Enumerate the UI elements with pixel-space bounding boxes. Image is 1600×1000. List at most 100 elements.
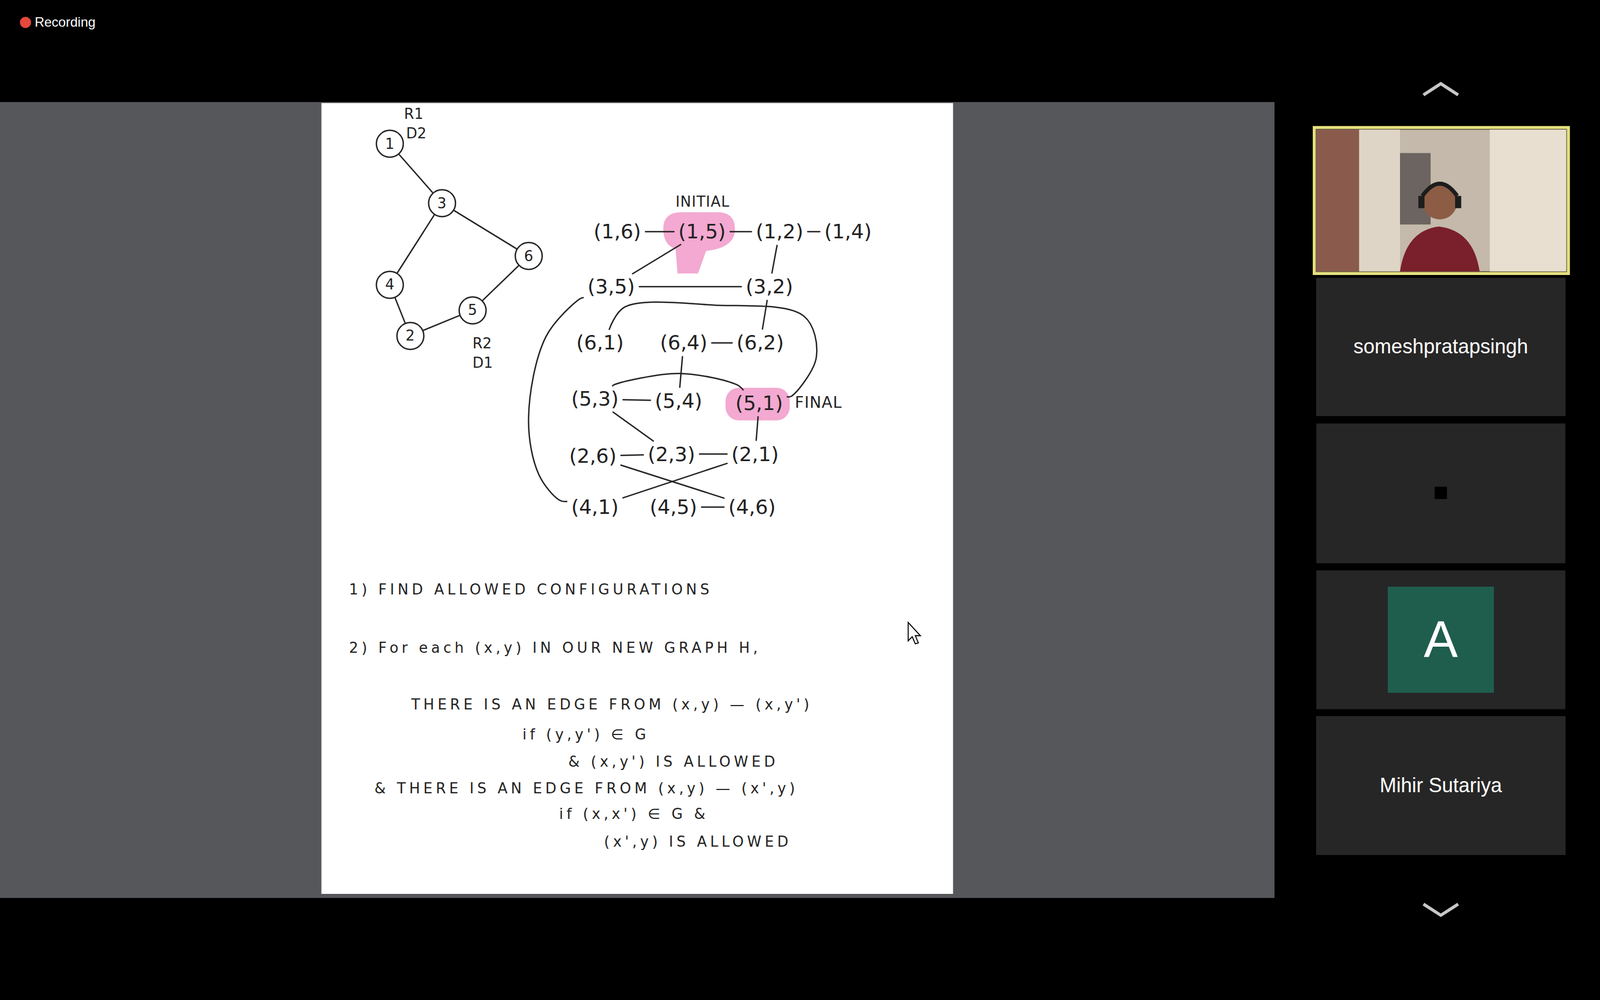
node-text: (2,3) <box>647 442 695 466</box>
graph-edge <box>699 453 727 455</box>
avatar-square: A <box>1387 586 1494 693</box>
node-text: (6,2) <box>736 331 784 354</box>
graph-edge <box>622 463 727 498</box>
state-node: (4,5) <box>647 495 700 520</box>
vertex-ring <box>376 130 403 158</box>
state-node: (1,6) <box>591 219 644 244</box>
vertex-ring <box>376 271 403 298</box>
graph-edge <box>621 455 644 456</box>
graph-edge <box>423 315 459 330</box>
share-ground <box>0 102 1275 899</box>
paper-sheet <box>321 103 954 894</box>
graph-edge <box>632 244 681 274</box>
scroll-down-chevron <box>1423 903 1458 915</box>
state-node: (2,6) <box>566 443 619 469</box>
graph-edge <box>730 231 752 233</box>
node-text: (6,4) <box>660 331 708 354</box>
highlight-blob <box>663 212 735 274</box>
participant-tile <box>1316 423 1565 564</box>
graph-edge <box>397 215 434 273</box>
node-text: (5,3) <box>571 387 619 410</box>
vertex-circle: 2 <box>396 321 425 350</box>
vertex-ring <box>428 189 455 217</box>
vertex-circle: 4 <box>375 270 404 299</box>
node-text: (5,1) <box>735 391 783 415</box>
video-tile <box>1314 127 1569 274</box>
graph-edge <box>645 231 674 233</box>
state-tag: FINAL <box>795 393 843 412</box>
graph-edge <box>711 342 732 344</box>
graph-edge <box>613 412 654 442</box>
note-line: (x',y) IS ALLOWED <box>603 833 792 851</box>
node-text: 6 <box>523 247 534 265</box>
graph-edge <box>612 373 744 390</box>
vertex-ring <box>515 242 542 270</box>
participant-tile: someshpratapsingh <box>1316 277 1565 417</box>
node-text: (3,5) <box>587 275 635 298</box>
note-line: if (y,y') ∈ G <box>522 726 649 744</box>
robot-label: R2 <box>472 335 492 353</box>
note-line: & THERE IS AN EDGE FROM (x,y) — (x',y) <box>374 780 799 798</box>
node-text: (1,6) <box>593 220 642 243</box>
node-text: (1,2) <box>756 220 804 243</box>
node-text: (6,1) <box>576 331 624 354</box>
recording-indicator: Recording <box>34 14 95 30</box>
state-node: (1,2) <box>753 219 807 244</box>
node-text: (5,4) <box>655 389 703 413</box>
state-node: (3,5) <box>585 274 638 299</box>
state-node: (1,5) <box>675 219 729 244</box>
node-text: (2,1) <box>731 442 779 466</box>
robot-label: R1 <box>403 106 424 123</box>
graph-edge <box>609 302 818 398</box>
scroll-up-chevron <box>1423 83 1458 95</box>
graph-edge <box>453 210 517 249</box>
node-text: 4 <box>385 276 395 293</box>
state-node: (2,1) <box>728 442 782 467</box>
node-text: (4,5) <box>650 495 698 519</box>
vertex-circle: 5 <box>458 296 487 325</box>
graph-edge <box>639 286 742 288</box>
state-node: (6,2) <box>733 330 787 355</box>
camera-off-mark <box>1434 486 1447 499</box>
vertex-ring <box>458 296 486 324</box>
graph-edge <box>395 297 405 323</box>
recording-dot <box>20 16 32 28</box>
state-node: (2,3) <box>645 442 698 467</box>
graph-edge <box>482 266 519 301</box>
node-text: (4,1) <box>571 495 619 519</box>
graph-edge <box>701 506 724 509</box>
graph-edge <box>807 231 820 233</box>
robot-label: D1 <box>472 355 493 372</box>
vertex-circle: 3 <box>427 188 457 218</box>
vertex-circle: 6 <box>514 241 543 270</box>
participant-name: someshpratapsingh <box>1353 335 1528 359</box>
node-text: 3 <box>437 195 447 212</box>
graph-edge <box>680 356 683 388</box>
state-node: (6,1) <box>573 330 627 355</box>
state-tag: INITIAL <box>675 193 730 211</box>
node-text: (3,2) <box>745 275 793 298</box>
mouse-cursor <box>908 622 921 644</box>
state-node: (5,1) <box>732 391 786 416</box>
state-node: (4,6) <box>725 495 779 520</box>
state-node: (1,4) <box>821 219 875 244</box>
graph-edge <box>762 300 767 330</box>
node-text: (1,4) <box>824 220 872 243</box>
participant-name: Mihir Sutariya <box>1379 773 1502 798</box>
vertex-ring <box>396 322 424 349</box>
state-node: (6,4) <box>657 330 710 355</box>
participant-tile: Mihir Sutariya <box>1316 716 1565 855</box>
participant-name: A <box>1423 610 1458 669</box>
node-text: (4,6) <box>728 495 776 519</box>
node-text: 5 <box>467 301 478 319</box>
state-node: (5,4) <box>652 388 705 414</box>
node-text: 2 <box>405 327 415 344</box>
node-text: 1 <box>385 135 395 153</box>
node-text: (2,6) <box>568 444 617 468</box>
note-line: & (x,y') IS ALLOWED <box>568 753 779 771</box>
graph-edge <box>771 245 777 274</box>
note-line: if (x,x') ∈ G & <box>559 806 709 823</box>
graph-edge <box>399 154 433 193</box>
note-line: THERE IS AN EDGE FROM (x,y) — (x,y') <box>411 696 813 714</box>
